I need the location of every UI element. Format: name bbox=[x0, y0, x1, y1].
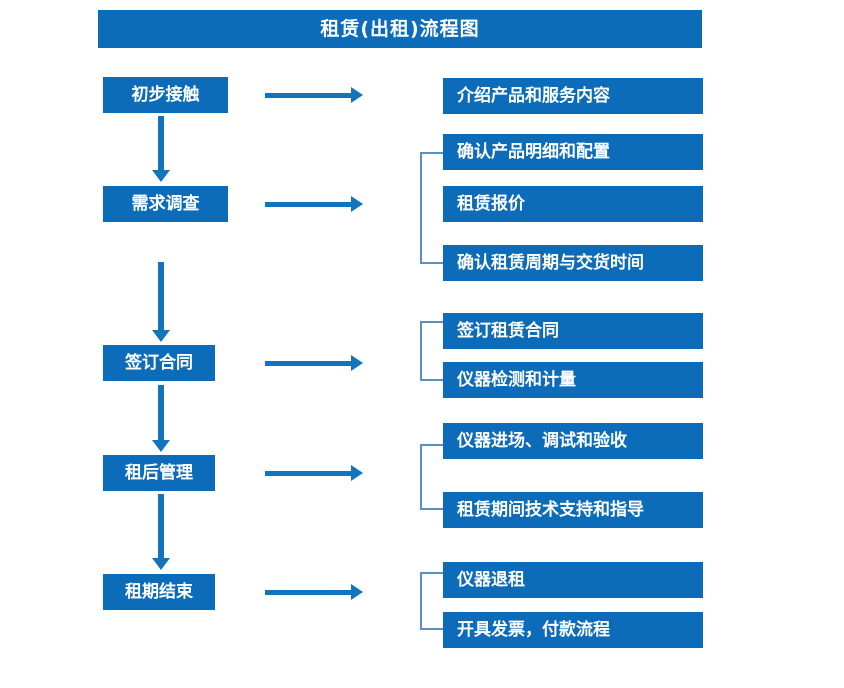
arrow-head bbox=[152, 558, 170, 570]
arrow-shaft bbox=[265, 361, 351, 366]
arrow-shaft bbox=[158, 494, 164, 558]
flow-arrow-right-post-rental-management bbox=[265, 463, 363, 483]
detail-label: 确认租赁周期与交货时间 bbox=[457, 252, 644, 273]
flow-arrow-down-management-to-lease-end bbox=[150, 494, 172, 570]
detail-box-instrument-entry-commission-acceptance[interactable]: 仪器进场、调试和验收 bbox=[443, 423, 703, 459]
arrow-shaft bbox=[265, 93, 351, 98]
arrow-head bbox=[152, 170, 170, 182]
stage-label: 签订合同 bbox=[125, 352, 193, 373]
stage-box-demand-survey[interactable]: 需求调查 bbox=[103, 186, 228, 222]
stage-label: 租期结束 bbox=[125, 581, 193, 602]
detail-box-sign-rental-contract[interactable]: 签订租赁合同 bbox=[443, 313, 703, 349]
arrow-head bbox=[152, 440, 170, 452]
stage-box-lease-end[interactable]: 租期结束 bbox=[103, 574, 215, 610]
flow-arrow-right-sign-contract bbox=[265, 353, 363, 373]
page-title: 租赁(出租)流程图 bbox=[320, 17, 480, 40]
flow-arrow-right-lease-end bbox=[265, 582, 363, 602]
detail-box-rental-quotation[interactable]: 租赁报价 bbox=[443, 186, 703, 222]
detail-box-confirm-period-delivery[interactable]: 确认租赁周期与交货时间 bbox=[443, 245, 703, 281]
arrow-shaft bbox=[158, 385, 164, 440]
detail-label: 仪器退租 bbox=[457, 569, 525, 590]
detail-label: 开具发票，付款流程 bbox=[457, 619, 610, 640]
flow-arrow-right-initial-contact bbox=[265, 85, 363, 105]
arrow-shaft bbox=[265, 590, 351, 595]
flow-arrow-right-demand-survey bbox=[265, 194, 363, 214]
flow-arrow-down-initial-to-demand bbox=[150, 116, 172, 182]
arrow-shaft bbox=[265, 202, 351, 207]
detail-box-instrument-return[interactable]: 仪器退租 bbox=[443, 562, 703, 598]
stage-label: 需求调查 bbox=[131, 193, 200, 214]
detail-label: 仪器检测和计量 bbox=[457, 369, 576, 390]
group-bracket-post-rental-management bbox=[420, 444, 443, 510]
stage-box-sign-contract[interactable]: 签订合同 bbox=[103, 345, 215, 381]
detail-label: 签订租赁合同 bbox=[457, 320, 559, 341]
chart-title-banner: 租赁(出租)流程图 bbox=[98, 10, 702, 48]
detail-box-technical-support-guidance[interactable]: 租赁期间技术支持和指导 bbox=[443, 492, 703, 528]
detail-label: 仪器进场、调试和验收 bbox=[457, 430, 627, 451]
arrow-head bbox=[351, 584, 363, 600]
detail-box-invoice-payment-process[interactable]: 开具发票，付款流程 bbox=[443, 612, 703, 648]
stage-label: 租后管理 bbox=[125, 462, 193, 483]
group-bracket-lease-end bbox=[420, 572, 443, 630]
detail-box-intro-products-services[interactable]: 介绍产品和服务内容 bbox=[443, 78, 703, 114]
arrow-shaft bbox=[158, 116, 164, 170]
stage-box-initial-contact[interactable]: 初步接触 bbox=[103, 77, 228, 113]
detail-box-instrument-test-measure[interactable]: 仪器检测和计量 bbox=[443, 362, 703, 398]
detail-box-confirm-product-details[interactable]: 确认产品明细和配置 bbox=[443, 134, 703, 170]
arrow-head bbox=[351, 355, 363, 371]
group-bracket-sign-contract bbox=[420, 321, 443, 381]
stage-label: 初步接触 bbox=[131, 84, 200, 105]
arrow-shaft bbox=[158, 262, 164, 330]
stage-box-post-rental-management[interactable]: 租后管理 bbox=[103, 455, 215, 491]
detail-label: 租赁期间技术支持和指导 bbox=[457, 499, 644, 520]
detail-label: 租赁报价 bbox=[457, 193, 525, 214]
detail-label: 确认产品明细和配置 bbox=[457, 141, 610, 162]
arrow-shaft bbox=[265, 471, 351, 476]
detail-label: 介绍产品和服务内容 bbox=[457, 85, 610, 106]
arrow-head bbox=[351, 196, 363, 212]
arrow-head bbox=[152, 330, 170, 342]
group-bracket-demand-survey bbox=[420, 152, 443, 264]
flow-arrow-down-contract-to-management bbox=[150, 385, 172, 452]
flow-arrow-down-demand-to-contract bbox=[150, 262, 172, 342]
arrow-head bbox=[351, 465, 363, 481]
arrow-head bbox=[351, 87, 363, 103]
